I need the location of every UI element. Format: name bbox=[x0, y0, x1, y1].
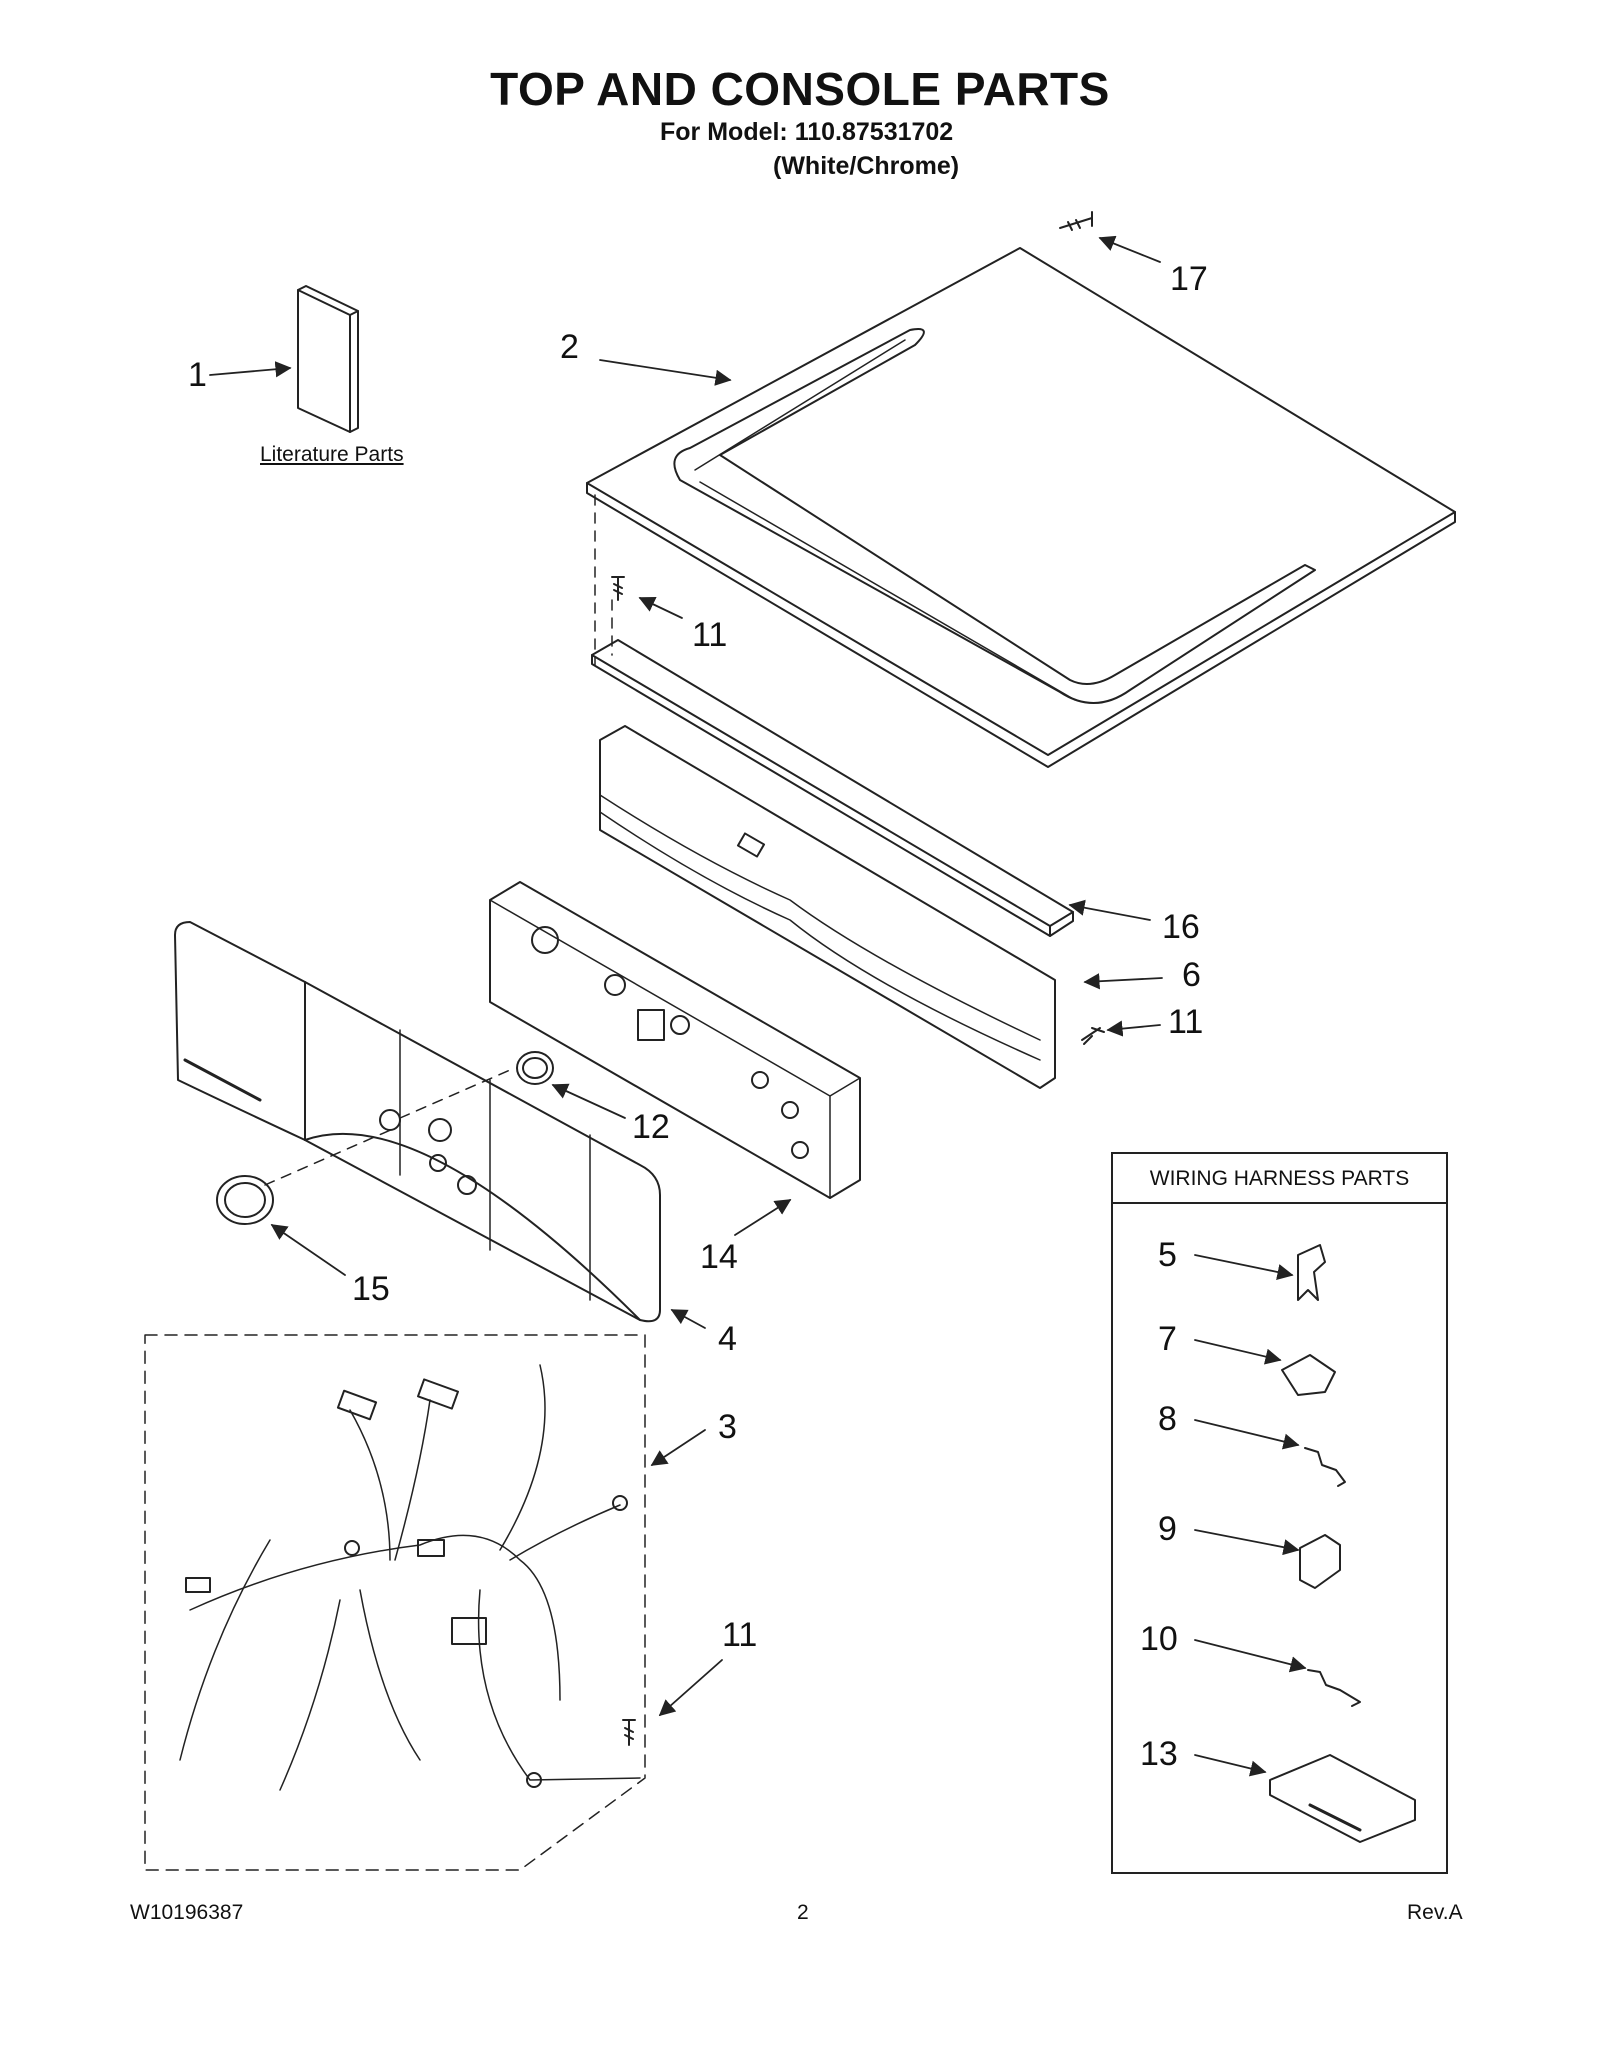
callout-17: 17 bbox=[1170, 260, 1208, 298]
revision-label: Rev.A bbox=[1407, 1901, 1463, 1924]
wiring-part-7 bbox=[1281, 1354, 1336, 1396]
screw-17 bbox=[1059, 211, 1093, 231]
callout-4: 4 bbox=[718, 1320, 737, 1358]
wiring-part-13 bbox=[1269, 1754, 1416, 1843]
callout-11-top: 11 bbox=[692, 616, 728, 654]
callout-10: 10 bbox=[1140, 1620, 1178, 1658]
callout-12: 12 bbox=[632, 1108, 670, 1146]
screw-11-right bbox=[1081, 1027, 1105, 1045]
callout-13: 13 bbox=[1140, 1735, 1178, 1773]
document-number: W10196387 bbox=[130, 1901, 244, 1924]
wiring-part-9 bbox=[1299, 1534, 1341, 1589]
leader-lines bbox=[209, 235, 1307, 1777]
wiring-part-5 bbox=[1297, 1244, 1326, 1301]
callout-14: 14 bbox=[700, 1238, 738, 1276]
callout-16: 16 bbox=[1162, 908, 1200, 946]
screw-11-bottom bbox=[622, 1719, 636, 1746]
knob-insert bbox=[516, 1051, 554, 1085]
callout-11-bottom: 11 bbox=[722, 1616, 758, 1654]
alignment-guides bbox=[264, 494, 613, 1186]
screw-11-top bbox=[611, 576, 625, 601]
literature-parts-label: Literature Parts bbox=[260, 443, 404, 466]
wiring-harness-parts-header: WIRING HARNESS PARTS bbox=[1113, 1154, 1446, 1204]
callout-1: 1 bbox=[188, 356, 207, 394]
callout-7: 7 bbox=[1158, 1320, 1177, 1358]
literature-booklet bbox=[297, 285, 359, 433]
model-variant: (White/Chrome) bbox=[773, 152, 960, 180]
wiring-part-10 bbox=[1307, 1669, 1361, 1707]
callout-6: 6 bbox=[1182, 956, 1201, 994]
callout-11-right: 11 bbox=[1168, 1003, 1204, 1041]
callout-3: 3 bbox=[718, 1408, 737, 1446]
wiring-harness bbox=[144, 1334, 646, 1871]
callout-5: 5 bbox=[1158, 1236, 1177, 1274]
console-back-panel bbox=[599, 725, 1056, 1089]
page-number: 2 bbox=[797, 1901, 809, 1924]
model-number: For Model: 110.87531702 bbox=[660, 118, 954, 146]
callout-2: 2 bbox=[560, 328, 579, 366]
callout-8: 8 bbox=[1158, 1400, 1177, 1438]
wiring-harness-parts-box: WIRING HARNESS PARTS bbox=[1111, 1152, 1448, 1874]
callout-9: 9 bbox=[1158, 1510, 1177, 1548]
selector-knob bbox=[216, 1175, 274, 1225]
top-panel bbox=[586, 247, 1456, 768]
wiring-part-8 bbox=[1304, 1447, 1346, 1487]
console-panel bbox=[174, 921, 661, 1323]
callout-15: 15 bbox=[352, 1270, 390, 1308]
page-title: TOP AND CONSOLE PARTS bbox=[490, 63, 1110, 115]
control-board bbox=[489, 881, 861, 1199]
